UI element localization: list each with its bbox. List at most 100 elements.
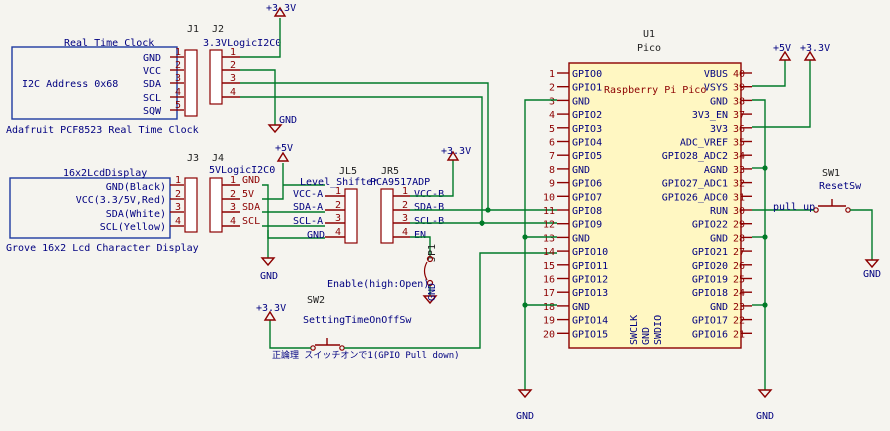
- jl5-pin-vcca: VCC-A: [293, 189, 323, 200]
- pico-pin-name-10: GPIO7: [572, 192, 602, 203]
- lcd-pin-gnd: GND(Black): [106, 182, 166, 193]
- pico-pin-name-13: GND: [572, 233, 590, 244]
- power-5v-j4: [276, 151, 290, 162]
- junction-gnd28: [762, 234, 768, 240]
- pico-pin-num-28: 28: [733, 233, 745, 244]
- jr5-pin-sdab: SDA-B: [414, 202, 444, 213]
- pico-pin-num-39: 39: [733, 83, 745, 94]
- j2-pin-2: 2: [230, 60, 236, 71]
- pico-pin-name-3: GND: [572, 96, 590, 107]
- j2-ref: J2: [212, 24, 224, 35]
- pico-pin-num-8: 8: [549, 165, 555, 176]
- junction-scl: [479, 220, 485, 226]
- pico-pin-num-31: 31: [733, 192, 745, 203]
- jr5-pin-vccb: VCC-B: [414, 189, 444, 200]
- gnd-j2: [267, 124, 283, 134]
- pico-pin-name-38: GND: [710, 96, 728, 107]
- rtc-title: Real Time Clock: [64, 38, 154, 49]
- sw1-value: ResetSw: [819, 181, 862, 192]
- pico-pin-num-3: 3: [549, 96, 555, 107]
- pico-gnd-left-bus: [524, 99, 557, 390]
- pico-value: Pico: [637, 43, 661, 54]
- j4-value: 5VLogicI2C0: [209, 165, 275, 176]
- svg-text:4: 4: [402, 227, 408, 238]
- pico-pin-name-17: GPIO13: [572, 288, 608, 299]
- pico-pin-num-6: 6: [549, 138, 555, 149]
- pico-pin-name-12: GPIO9: [572, 220, 602, 231]
- pico-pin-name-34: GPIO28_ADC2: [662, 151, 728, 162]
- svg-text:3: 3: [335, 213, 341, 224]
- gnd-sw1-label: GND: [863, 269, 881, 280]
- power-3v3-j2: [273, 6, 287, 17]
- j4-pin-3: 3 SDA: [230, 202, 260, 213]
- pico-pin-name-36: 3V3: [710, 124, 728, 135]
- pico-pin-num-16: 16: [543, 275, 555, 286]
- pico-gnd-right-bus: [752, 99, 766, 390]
- junction-sda: [485, 207, 491, 213]
- gnd-j4-label: GND: [260, 271, 278, 282]
- power-3v3-j2-label: +3.3V: [266, 3, 296, 14]
- pico-pin-num-20: 20: [543, 329, 555, 340]
- pico-bottom-pin-swclk: SWCLK: [629, 315, 640, 345]
- jl5-pin-scla: SCL-A: [293, 216, 323, 227]
- jl5-value: Level_Shifter: [300, 177, 378, 188]
- pico-pin-name-6: GPIO4: [572, 138, 602, 149]
- pico-pin-name-1: GPIO0: [572, 69, 602, 80]
- gnd-sw1: [864, 259, 880, 269]
- j1-ref: J1: [187, 24, 199, 35]
- rtc-pin-gnd: GND: [143, 53, 161, 64]
- pico-pin-num-29: 29: [733, 220, 745, 231]
- pico-pin-name-15: GPIO11: [572, 261, 608, 272]
- pico-pin-name-26: GPIO20: [692, 261, 728, 272]
- pico-pin-name-16: GPIO12: [572, 275, 608, 286]
- lcd-pin-vcc: VCC(3.3/5V,Red): [76, 195, 166, 206]
- svg-text:1: 1: [335, 186, 341, 197]
- jr5-vccb-wire: [410, 160, 454, 197]
- pico-pin-num-32: 32: [733, 179, 745, 190]
- pico-pin-num-1: 1: [549, 69, 555, 80]
- rtc-pin-sda: SDA: [143, 79, 161, 90]
- pico-pin-num-19: 19: [543, 316, 555, 327]
- pico-pin-num-22: 22: [733, 316, 745, 327]
- pico-pin-name-23: GND: [710, 302, 728, 313]
- svg-text:3: 3: [402, 213, 408, 224]
- pico-bottom-pin-gnd: GND: [641, 327, 652, 345]
- pico-pin-name-40: VBUS: [704, 69, 728, 80]
- svg-text:2: 2: [335, 200, 341, 211]
- pico-pin-num-36: 36: [733, 124, 745, 135]
- jr5-en-wire: [410, 236, 431, 256]
- gnd-pico-left-label: GND: [516, 411, 534, 422]
- power-3v3-sw2-label: +3.3V: [256, 303, 286, 314]
- pico-pin-name-8: GND: [572, 165, 590, 176]
- pico-pin-num-12: 12: [543, 220, 555, 231]
- jr5-value: PCA9517ADP: [370, 177, 430, 188]
- sw1-gnd-wire: [850, 209, 873, 260]
- j2-header: [209, 49, 240, 105]
- pico-pin-num-7: 7: [549, 151, 555, 162]
- sw1-net-label: pull up: [773, 202, 815, 213]
- gnd-j2-label: GND: [279, 115, 297, 126]
- pico-pin-name-18: GND: [572, 302, 590, 313]
- junction-agnd: [762, 165, 768, 171]
- pico-pin-name-4: GPIO2: [572, 110, 602, 121]
- pico-pin-num-40: 40: [733, 69, 745, 80]
- svg-text:1: 1: [402, 186, 408, 197]
- sw2-value: SettingTimeOnOffSw: [303, 315, 412, 326]
- rtc-part: Adafruit PCF8523 Real Time Clock: [6, 125, 199, 136]
- pico-pin-name-29: GPIO22: [692, 220, 728, 231]
- j4-5v-wire: [262, 163, 284, 200]
- rtc-pin-scl: SCL: [143, 93, 161, 104]
- svg-text:3: 3: [175, 73, 181, 84]
- power-3v3-sw2: [263, 310, 277, 321]
- pico-pin-name-21: GPIO16: [692, 329, 728, 340]
- pico-pin-name-20: GPIO15: [572, 329, 608, 340]
- j2-vcc-wire: [240, 18, 281, 58]
- jp1-ref: JP1: [427, 244, 438, 262]
- pico-pin-num-13: 13: [543, 233, 555, 244]
- j3-ref: J3: [187, 153, 199, 164]
- pico-pin-name-22: GPIO17: [692, 316, 728, 327]
- j1-header: 12 345: [170, 47, 198, 117]
